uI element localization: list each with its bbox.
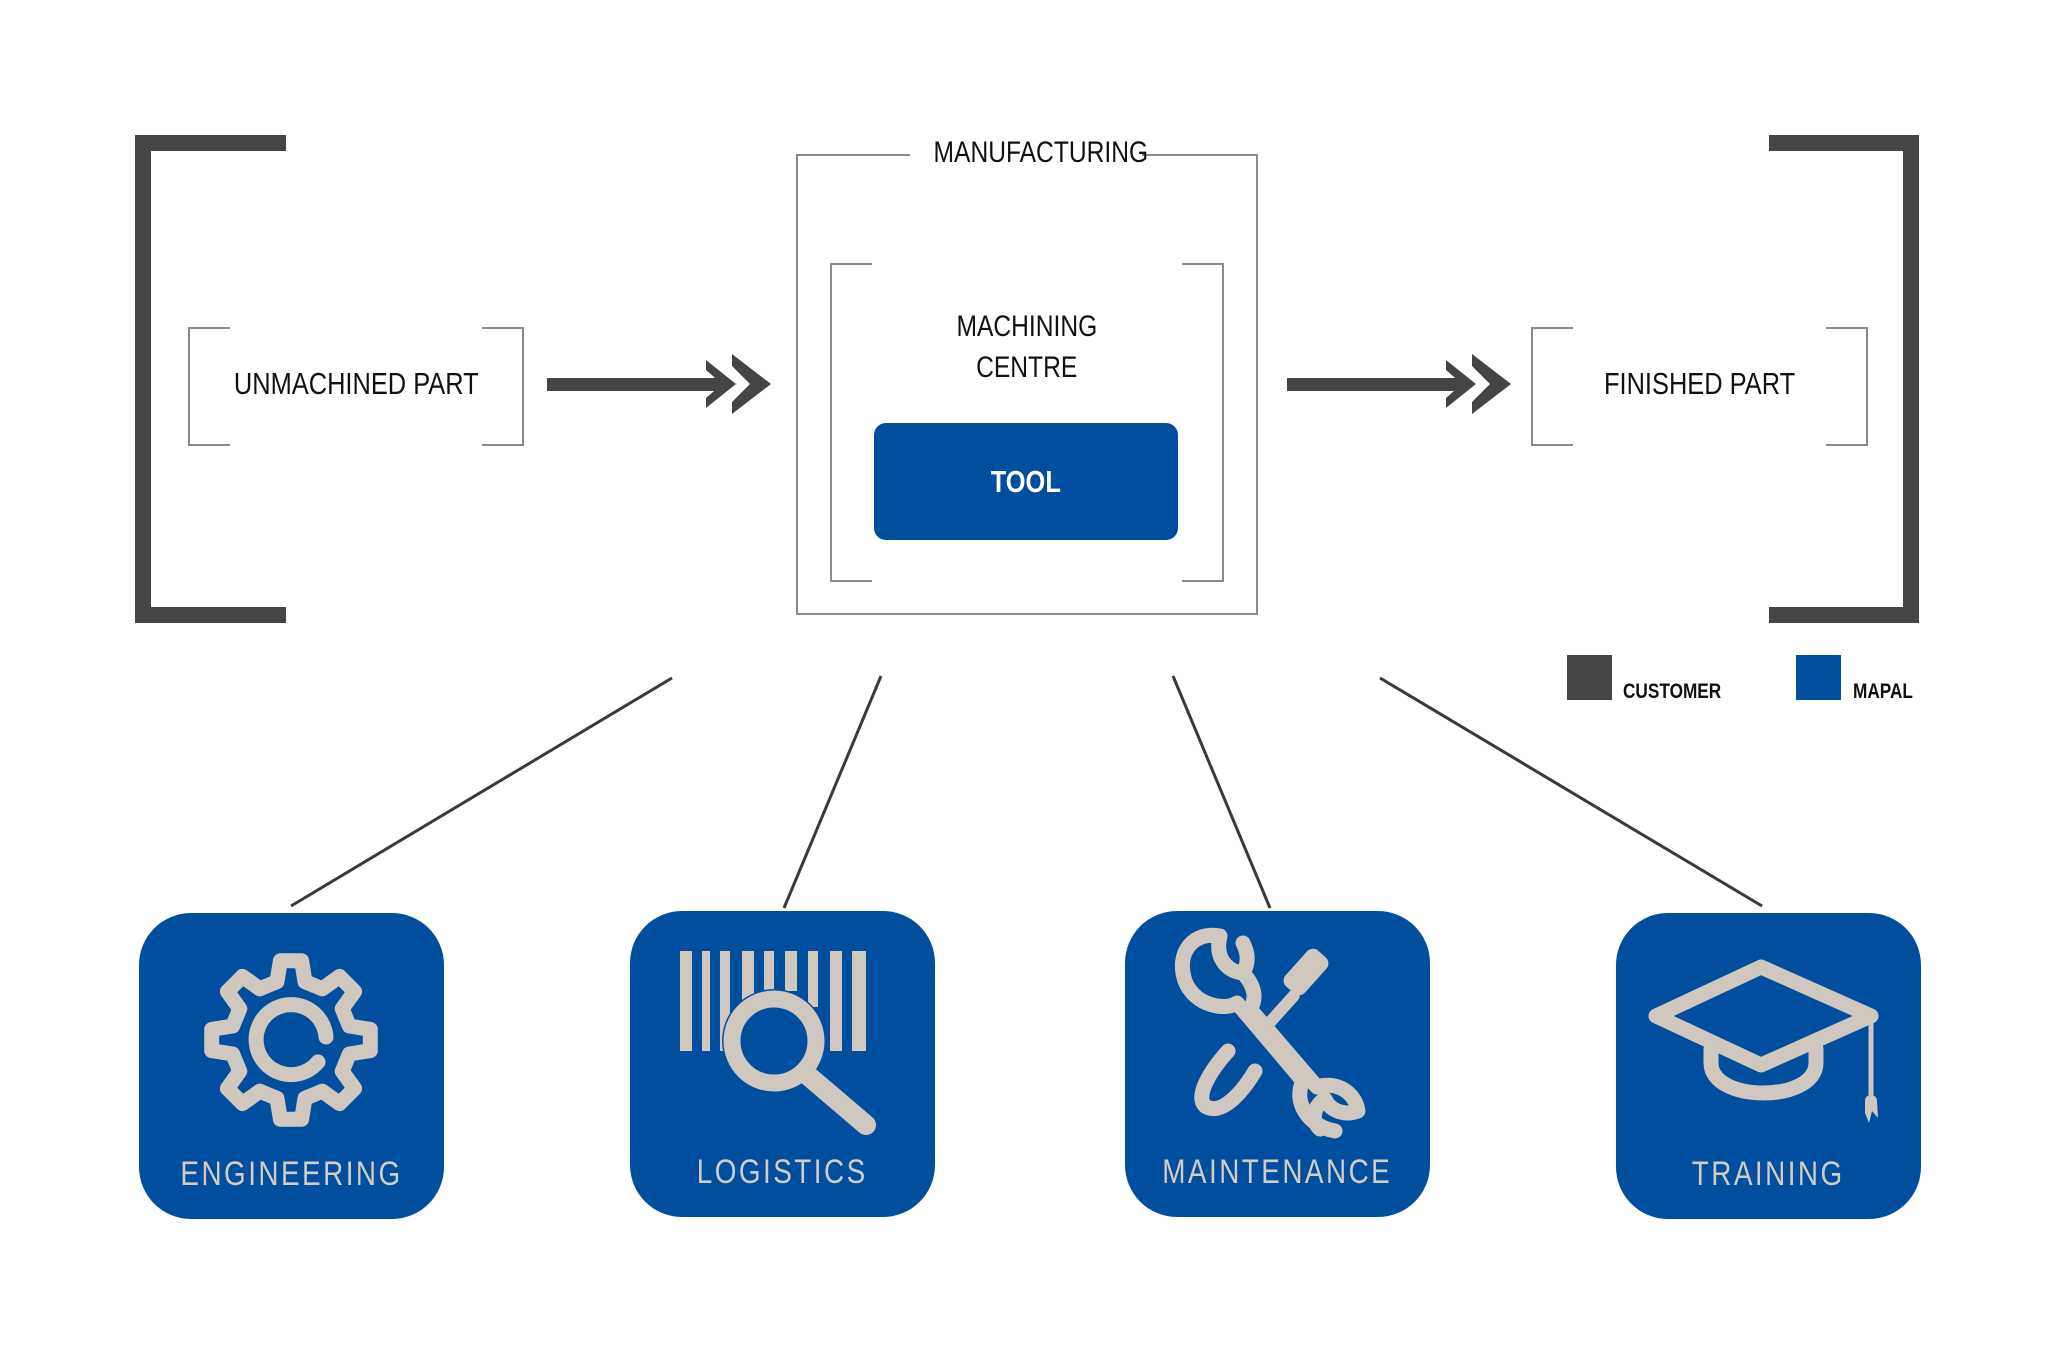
service-tile-training[interactable]: TRAINING	[1616, 913, 1921, 1219]
barcode-magnifier-icon	[680, 951, 876, 1135]
graduation-cap-icon	[1648, 959, 1879, 1123]
service-label-logistics: LOGISTICS	[697, 1153, 868, 1191]
service-tile-maintenance[interactable]: MAINTENANCE	[1125, 911, 1430, 1217]
legend-swatch-customer	[1567, 655, 1612, 700]
service-tile-logistics[interactable]: LOGISTICS	[630, 911, 935, 1217]
legend-label-customer: CUSTOMER	[1623, 680, 1722, 703]
machining-centre-label-line1: MACHINING	[956, 310, 1098, 343]
tool-node: TOOL	[874, 423, 1178, 540]
connector-training	[1379, 676, 1763, 908]
wrench-screwdriver-icon	[1174, 927, 1366, 1139]
unmachined-part-label: UNMACHINED PART	[233, 366, 479, 401]
flow-arrow-in	[547, 354, 771, 414]
finished-part-label: FINISHED PART	[1603, 366, 1796, 401]
connector-engineering	[290, 676, 673, 908]
gear-icon	[204, 953, 378, 1127]
service-label-training: TRAINING	[1692, 1155, 1845, 1193]
service-tile-engineering[interactable]: ENGINEERING	[139, 913, 444, 1219]
machining-centre-label-line2: CENTRE	[976, 351, 1078, 384]
connector-maintenance	[1171, 675, 1272, 909]
manufacturing-label: MANUFACTURING	[933, 136, 1149, 169]
flow-arrow-out	[1287, 354, 1511, 414]
service-label-maintenance: MAINTENANCE	[1162, 1153, 1393, 1191]
legend-swatch-mapal	[1796, 655, 1841, 700]
connector-logistics	[782, 675, 883, 909]
tool-label: TOOL	[990, 463, 1062, 499]
service-label-engineering: ENGINEERING	[180, 1155, 403, 1193]
legend-label-mapal: MAPAL	[1853, 680, 1913, 703]
